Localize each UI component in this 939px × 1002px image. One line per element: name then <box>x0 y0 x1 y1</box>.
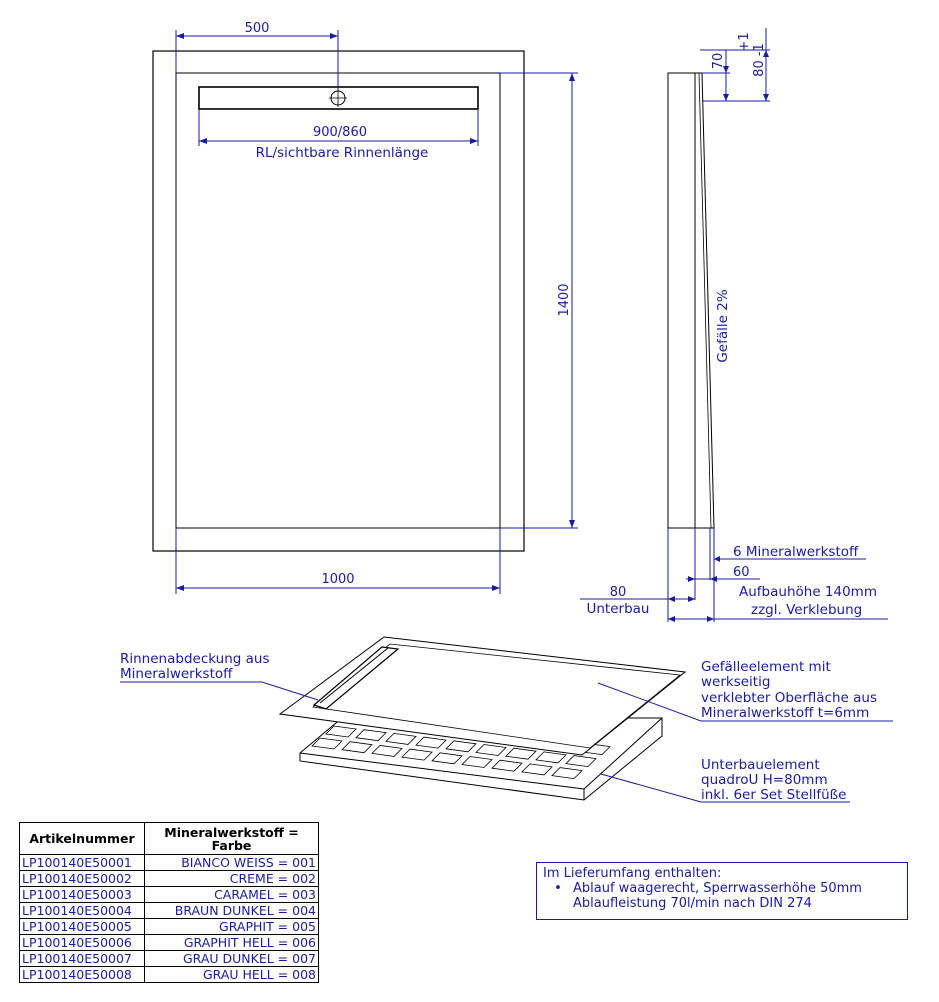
delivery-note-line-1: Ablauf waagerecht, Sperrwasserhöhe 50mm <box>573 881 862 896</box>
grid-cell <box>311 737 343 750</box>
grid-cell <box>505 747 537 760</box>
callout-rinne-1: Rinnenabdeckung aus <box>120 651 269 667</box>
side-slope-element <box>694 72 715 529</box>
color-cell: GRAU DUNKEL = 007 <box>144 950 319 967</box>
callout-unterbau-2: quadroU H=80mm <box>701 772 828 788</box>
article-number-cell: LP100140E50003 <box>19 886 145 903</box>
channel-length-label: RL/sichtbare Rinnenlänge <box>256 145 429 161</box>
color-cell: CREME = 002 <box>144 870 319 887</box>
grid-cell <box>491 759 523 772</box>
grid-cell <box>445 740 477 753</box>
side-view: 70 +1 80 -1 Gefälle 2% 6 Mineralwerkstof… <box>580 28 888 622</box>
dim-tolerance: +1 <box>737 32 752 51</box>
grid-cell <box>355 729 387 742</box>
callouts: Rinnenabdeckung aus Mineralwerkstoff Gef… <box>120 651 893 803</box>
mineral-label: 6 Mineralwerkstoff <box>733 544 859 560</box>
grid-cell <box>401 748 433 761</box>
callout-unterbau-1: Unterbauelement <box>701 757 820 773</box>
dim-80: 80 -1 <box>752 43 767 77</box>
delivery-note-line-2: Ablaufleistung 70l/min nach DIN 274 <box>573 896 812 911</box>
article-number-cell: LP100140E50007 <box>19 950 145 967</box>
grid-cell <box>565 755 597 768</box>
delivery-note-box: Im Lieferumfang enthalten: • Ablauf waag… <box>536 862 908 920</box>
grid-cell <box>385 732 417 745</box>
grid-cell <box>325 725 357 738</box>
grid-cell <box>475 744 507 756</box>
article-number-cell: LP100140E50008 <box>19 966 145 983</box>
dim-60: 60 <box>733 565 750 580</box>
grid-cell <box>431 752 463 765</box>
grid-cell <box>341 741 373 754</box>
delivery-note-item: • Ablauf waagerecht, Sperrwasserhöhe 50m… <box>543 881 901 896</box>
side-unterbau <box>667 72 696 529</box>
article-number-cell: LP100140E50004 <box>19 902 145 919</box>
grid-cell <box>371 744 403 757</box>
dim-channel: 900/860 <box>313 125 367 140</box>
article-table: Artikelnummer Mineralwerkstoff = Farbe L… <box>19 822 319 983</box>
table-header-row: Artikelnummer Mineralwerkstoff = Farbe <box>19 822 319 855</box>
callout-gefaelle-2: werkseitig <box>701 674 770 690</box>
aufbau-label: Aufbauhöhe 140mm <box>739 584 877 600</box>
grid-cell <box>415 736 447 749</box>
grid-cell <box>535 751 567 764</box>
color-cell: GRAU HELL = 008 <box>144 966 319 983</box>
isometric-view <box>278 636 687 801</box>
callout-gefaelle-1: Gefälleelement mit <box>701 659 831 675</box>
color-cell: GRAPHIT = 005 <box>144 918 319 935</box>
bullet-icon: • <box>554 881 562 896</box>
color-cell: BRAUN DUNKEL = 004 <box>144 902 319 919</box>
header-mineralwerkstoff: Mineralwerkstoff = Farbe <box>144 822 319 855</box>
grid-cell <box>461 756 493 768</box>
article-number-cell: LP100140E50005 <box>19 918 145 935</box>
color-cell: GRAPHIT HELL = 006 <box>144 934 319 951</box>
header-artikelnummer: Artikelnummer <box>19 822 145 855</box>
iso-channel <box>312 646 400 710</box>
grid-cell <box>551 767 583 780</box>
grid-cell <box>521 763 553 776</box>
article-number-cell: LP100140E50002 <box>19 870 145 887</box>
slope-label: Gefälle 2% <box>715 289 731 362</box>
dim-80-unterbau: 80 <box>610 585 627 600</box>
verklebung-label: zzgl. Verklebung <box>751 602 862 618</box>
callout-unterbau-3: inkl. 6er Set Stellfüße <box>701 787 846 803</box>
delivery-note-item-2: Ablaufleistung 70l/min nach DIN 274 <box>543 896 901 911</box>
dim-70: 70 <box>711 53 726 70</box>
top-view: 500 900/860 RL/sichtbare Rinnenlänge 140… <box>152 21 578 594</box>
color-cell: BIANCO WEISS = 001 <box>144 854 319 871</box>
callout-rinne-2: Mineralwerkstoff <box>120 666 233 682</box>
tray-plate <box>278 636 687 756</box>
color-cell: CARAMEL = 003 <box>144 886 319 903</box>
article-number-cell: LP100140E50006 <box>19 934 145 951</box>
delivery-note-title: Im Lieferumfang enthalten: <box>543 866 722 881</box>
unterbau-label: Unterbau <box>587 601 650 617</box>
dim-500: 500 <box>245 21 270 36</box>
dim-1400: 1400 <box>557 283 572 316</box>
article-number-cell: LP100140E50001 <box>19 854 145 871</box>
callout-gefaelle-3: verklebter Oberfläche aus <box>701 690 877 706</box>
dim-1000: 1000 <box>321 572 354 587</box>
callout-gefaelle-4: Mineralwerkstoff t=6mm <box>701 705 869 721</box>
